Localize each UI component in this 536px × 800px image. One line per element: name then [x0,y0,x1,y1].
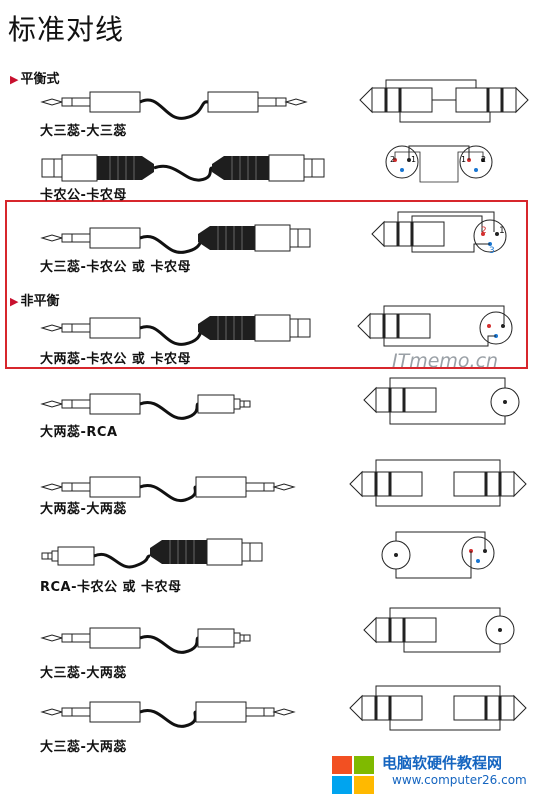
cable-9 [41,701,295,728]
cable-label: 大两蕊-大两蕊 [40,502,127,517]
watermark: ITmemo.cn [392,350,499,372]
svg-text:2: 2 [481,155,486,164]
highlight-box [5,200,528,369]
pin-label: 3 [489,246,495,256]
windows-logo-icon [332,756,374,794]
cable-label: 大两蕊-卡农公 或 卡农母 [40,352,191,367]
schematic-9 [348,685,528,731]
section-balanced: ▶平衡式 [10,68,59,87]
cable-5 [41,393,251,420]
site-brand: 电脑软硬件教程网 [382,754,503,772]
cable-label: 大三蕊-大三蕊 [40,124,127,139]
schematic-1 [358,79,530,123]
triangle-icon: ▶ [10,73,19,86]
cable-label: 大三蕊-大两蕊 [40,740,127,755]
schematic-7 [381,531,495,579]
cable-label: RCA-卡农公 或 卡农母 [40,580,182,595]
cable-8 [41,627,251,654]
cable-label: 卡农公-卡农母 [40,188,127,203]
site-logo [328,750,536,800]
schematic-8 [362,607,515,653]
cable-label: 大三蕊-大两蕊 [40,666,127,681]
cable-1 [41,91,307,120]
schematic-6 [348,459,528,507]
cable-label: 大两蕊-RCA [40,425,118,440]
cable-4 [41,314,311,346]
cable-3 [41,224,311,254]
svg-text:1: 1 [461,155,466,164]
pin-label: 2 [481,226,487,236]
triangle-icon: ▶ [10,295,19,308]
section-unbalanced: ▶非平衡 [10,290,59,309]
section-label: 平衡式 [20,72,60,87]
schematic-2: 2 1 1 2 [385,145,493,183]
svg-text:1: 1 [411,155,416,164]
section-label: 非平衡 [20,294,60,309]
cable-7 [41,538,263,569]
schematic-3 [370,211,507,253]
site-url: www.computer26.com [392,773,527,787]
schematic-5 [362,377,520,425]
cable-6 [41,476,295,503]
cable-label: 大三蕊-卡农公 或 卡农母 [40,260,191,275]
svg-text:2: 2 [390,155,395,164]
cable-2 [41,154,325,182]
pin-label: 1 [499,226,505,236]
schematic-4 [356,305,513,347]
page-title: 标准对线 [8,13,125,46]
